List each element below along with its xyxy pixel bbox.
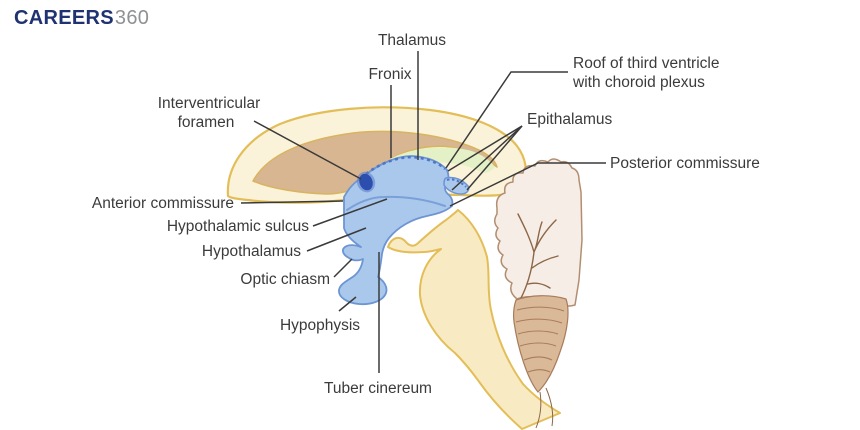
- leader-epithalamus-3: [466, 125, 523, 191]
- label-anterior-commissure: Anterior commissure: [92, 195, 234, 212]
- leader-epithalamus-2: [451, 125, 523, 191]
- label-roof-line1: Roof of third ventricle: [573, 55, 719, 72]
- label-roof-line2: with choroid plexus: [572, 74, 705, 91]
- folia-stripes: [515, 306, 565, 373]
- leader-epithalamus-1: [447, 125, 523, 172]
- label-foramen: foramen: [178, 114, 235, 131]
- label-tuber-cinereum: Tuber cinereum: [324, 380, 432, 397]
- hypothalamic-sulcus-line: [346, 195, 446, 211]
- label-fronix: Fronix: [368, 66, 411, 83]
- leader-hypophysis: [338, 296, 357, 312]
- leader-optic-chiasm: [333, 258, 353, 278]
- label-hypothalamic-sulcus: Hypothalamic sulcus: [167, 218, 309, 235]
- interventricular-foramen-dot: [359, 173, 373, 191]
- folia-rootlets: [535, 387, 554, 429]
- leader-posterior-commissure: [449, 162, 606, 207]
- leader-interventricular-foramen: [253, 120, 362, 180]
- label-hypothalamus: Hypothalamus: [202, 243, 301, 260]
- leader-anterior-commissure: [240, 200, 344, 204]
- label-interventricular: Interventricular: [158, 95, 261, 112]
- leader-lines: [240, 51, 606, 373]
- labels: Thalamus Fronix Roof of third ventricle …: [92, 32, 760, 397]
- label-hypophysis: Hypophysis: [280, 317, 360, 334]
- logo-suffix-text: 360: [114, 7, 150, 29]
- leader-roof-of-third-ventricle: [445, 71, 568, 169]
- label-epithalamus: Epithalamus: [527, 111, 613, 128]
- logo-brand-text: CAREERS: [14, 7, 114, 29]
- label-posterior-commissure: Posterior commissure: [610, 155, 760, 172]
- careers360-logo: CAREERS360: [14, 8, 149, 28]
- label-thalamus: Thalamus: [378, 32, 446, 49]
- brainstem-shape: [387, 209, 561, 430]
- third-ventricle-shape: [338, 155, 454, 306]
- pineal-dashes: [446, 178, 467, 188]
- leader-hypothalamus: [306, 227, 367, 252]
- arbor-vitae-branches: [517, 213, 559, 301]
- label-optic-chiasm: Optic chiasm: [240, 271, 330, 288]
- leader-hypothalamic-sulcus: [312, 198, 388, 227]
